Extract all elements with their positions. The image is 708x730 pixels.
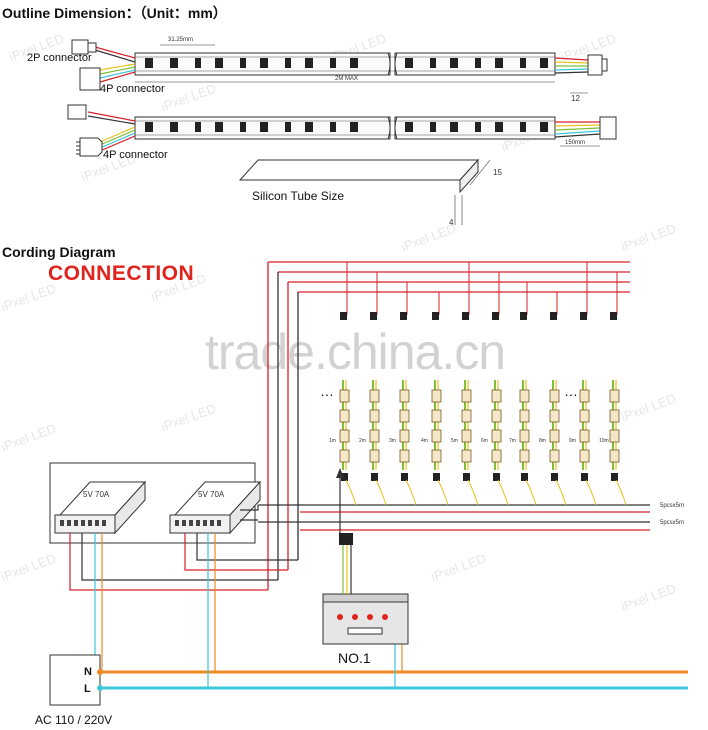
led-strip-top [134, 44, 556, 83]
strip-column [579, 262, 597, 506]
mains-l-label: L [84, 683, 91, 695]
led-strip-bottom [134, 116, 556, 140]
strip-length-label: 4m [421, 438, 428, 444]
strip-ellipsis-left: … [320, 383, 334, 399]
cording-title: Cording Diagram [2, 244, 116, 260]
dim-lead: 150mm [565, 140, 586, 146]
tube-width: 4 [449, 218, 454, 227]
label-2p-connector: 2P connector [27, 52, 92, 64]
strip-length-label: 10m [599, 438, 609, 444]
strip-length-label: 9m [569, 438, 576, 444]
power-supply-2 [169, 480, 262, 535]
strip-top-left-wires [94, 46, 136, 83]
dim-width: 12 [571, 94, 580, 103]
strip-column [461, 262, 479, 506]
psu2-label: 5V 70A [198, 490, 225, 499]
strip-length-label: 1m [329, 438, 336, 444]
led-strip-columns: 1m 2m 3m 4m 5m 6m 7m 8m 9m 10m [329, 262, 627, 506]
psu1-label: 5V 70A [83, 490, 110, 499]
strip-column [431, 292, 449, 506]
strip-length-label: 6m [481, 438, 488, 444]
label-4p-connector-b: 4P connector [103, 149, 168, 161]
strip-column [491, 272, 509, 506]
dim-pitch: 31.25mm [168, 37, 194, 43]
strip-column [339, 262, 357, 506]
strip-length-label: 5m [451, 438, 458, 444]
outline-unit: ：（Unit：mm） [125, 5, 227, 21]
mains-n-label: N [84, 666, 92, 678]
tube-caption: Silicon Tube Size [252, 189, 345, 203]
strip-length-label: 3m [389, 438, 396, 444]
strip-length-label: 2m [359, 438, 366, 444]
dim-length: 2M MAX [335, 76, 359, 82]
strip-ellipsis-right: … [564, 383, 578, 399]
mains-socket [49, 654, 101, 706]
strip-spec-1: 5pcsx5m [660, 503, 685, 509]
strip-spec-2: 5pcsx5m [660, 520, 685, 526]
bus-lines [267, 261, 630, 590]
strip-column [399, 282, 417, 506]
mains-lines [100, 670, 688, 690]
strip-length-label: 7m [509, 438, 516, 444]
label-4p-connector-a: 4P connector [100, 83, 165, 95]
silicon-tube [238, 158, 491, 225]
outline-title: Outline Dimension：（Unit：mm） [2, 3, 227, 23]
strip-column [369, 272, 387, 506]
power-supply-1 [54, 480, 147, 535]
tube-height: 15 [493, 168, 502, 177]
strip-column [519, 282, 537, 506]
strip-column [609, 272, 627, 506]
controller-no1 [322, 593, 409, 645]
ac-voltage-label: AC 110 / 220V [35, 713, 113, 727]
controller-label: NO.1 [338, 650, 371, 666]
strip-column [549, 292, 567, 506]
strip-length-label: 8m [539, 438, 546, 444]
connection-heading: CONNECTION [48, 262, 195, 285]
watermark-site: trade.china.cn [205, 324, 506, 380]
outline-title-text: Outline Dimension [2, 5, 126, 21]
